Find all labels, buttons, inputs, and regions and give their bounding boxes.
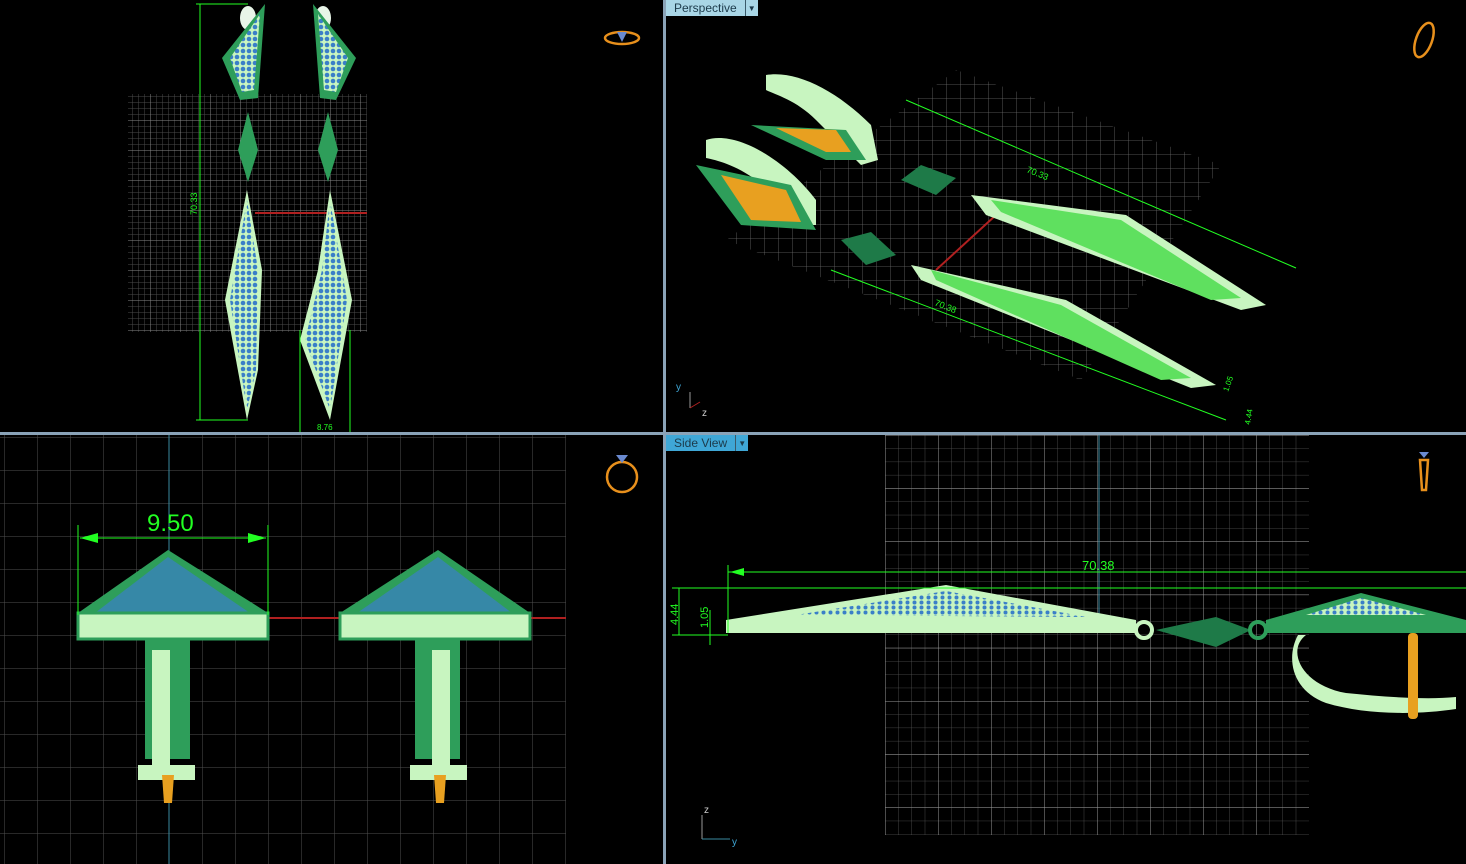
viewport-perspective[interactable]: 70.33 70.38 1.05 4.44 y z Perspective ▼ (666, 0, 1466, 432)
ring-view-icon[interactable] (605, 455, 639, 494)
dim-height: 4.44 (669, 604, 681, 625)
ring-view-icon[interactable] (1410, 20, 1437, 59)
perspective-grid (726, 70, 1221, 380)
dim-thickness: 1.05 (699, 607, 711, 628)
perspective-canvas: 70.33 70.38 1.05 4.44 y z (676, 20, 1437, 425)
axis-triad: z y (701, 805, 737, 848)
earring-back (751, 74, 1266, 310)
svg-text:y: y (676, 382, 681, 393)
ring-view-icon[interactable] (603, 30, 641, 46)
viewport-top[interactable]: 70.33 8.76 (0, 0, 663, 432)
viewport-label-side[interactable]: Side View ▼ (666, 435, 749, 451)
dim-height-b: 4.44 (1243, 408, 1255, 425)
earring-right (300, 4, 356, 420)
dim-length: 70.33 (189, 192, 199, 215)
side-view-canvas: 70.38 4.44 1.05 z y (669, 435, 1466, 848)
chevron-down-icon[interactable]: ▼ (735, 435, 748, 451)
svg-text:y: y (732, 837, 737, 848)
viewport-front[interactable]: 9.50 (0, 435, 663, 864)
chevron-down-icon[interactable]: ▼ (744, 0, 758, 16)
earring-left (222, 4, 265, 420)
viewport-label-perspective[interactable]: Perspective ▼ (666, 0, 758, 16)
top-view-canvas: 70.33 8.76 (128, 3, 641, 432)
svg-text:z: z (702, 408, 707, 419)
viewport-side[interactable]: 70.38 4.44 1.05 z y Side View ▼ (666, 435, 1466, 864)
front-view-canvas: 9.50 (0, 435, 639, 864)
construction-grid (0, 435, 566, 864)
dim-height-a: 1.05 (1221, 374, 1235, 392)
earring-front (696, 138, 1216, 388)
ring-view-icon[interactable] (1418, 452, 1430, 492)
dim-width: 9.50 (147, 510, 194, 537)
dim-width: 8.76 (317, 423, 333, 432)
svg-text:z: z (704, 805, 709, 816)
dim-length: 70.38 (1082, 558, 1115, 573)
earring-front-right (338, 550, 532, 803)
earring-side (726, 585, 1466, 719)
viewport-divider-horizontal[interactable] (0, 432, 1466, 435)
axis-triad: y z (676, 382, 707, 419)
earring-front-left (76, 550, 270, 803)
